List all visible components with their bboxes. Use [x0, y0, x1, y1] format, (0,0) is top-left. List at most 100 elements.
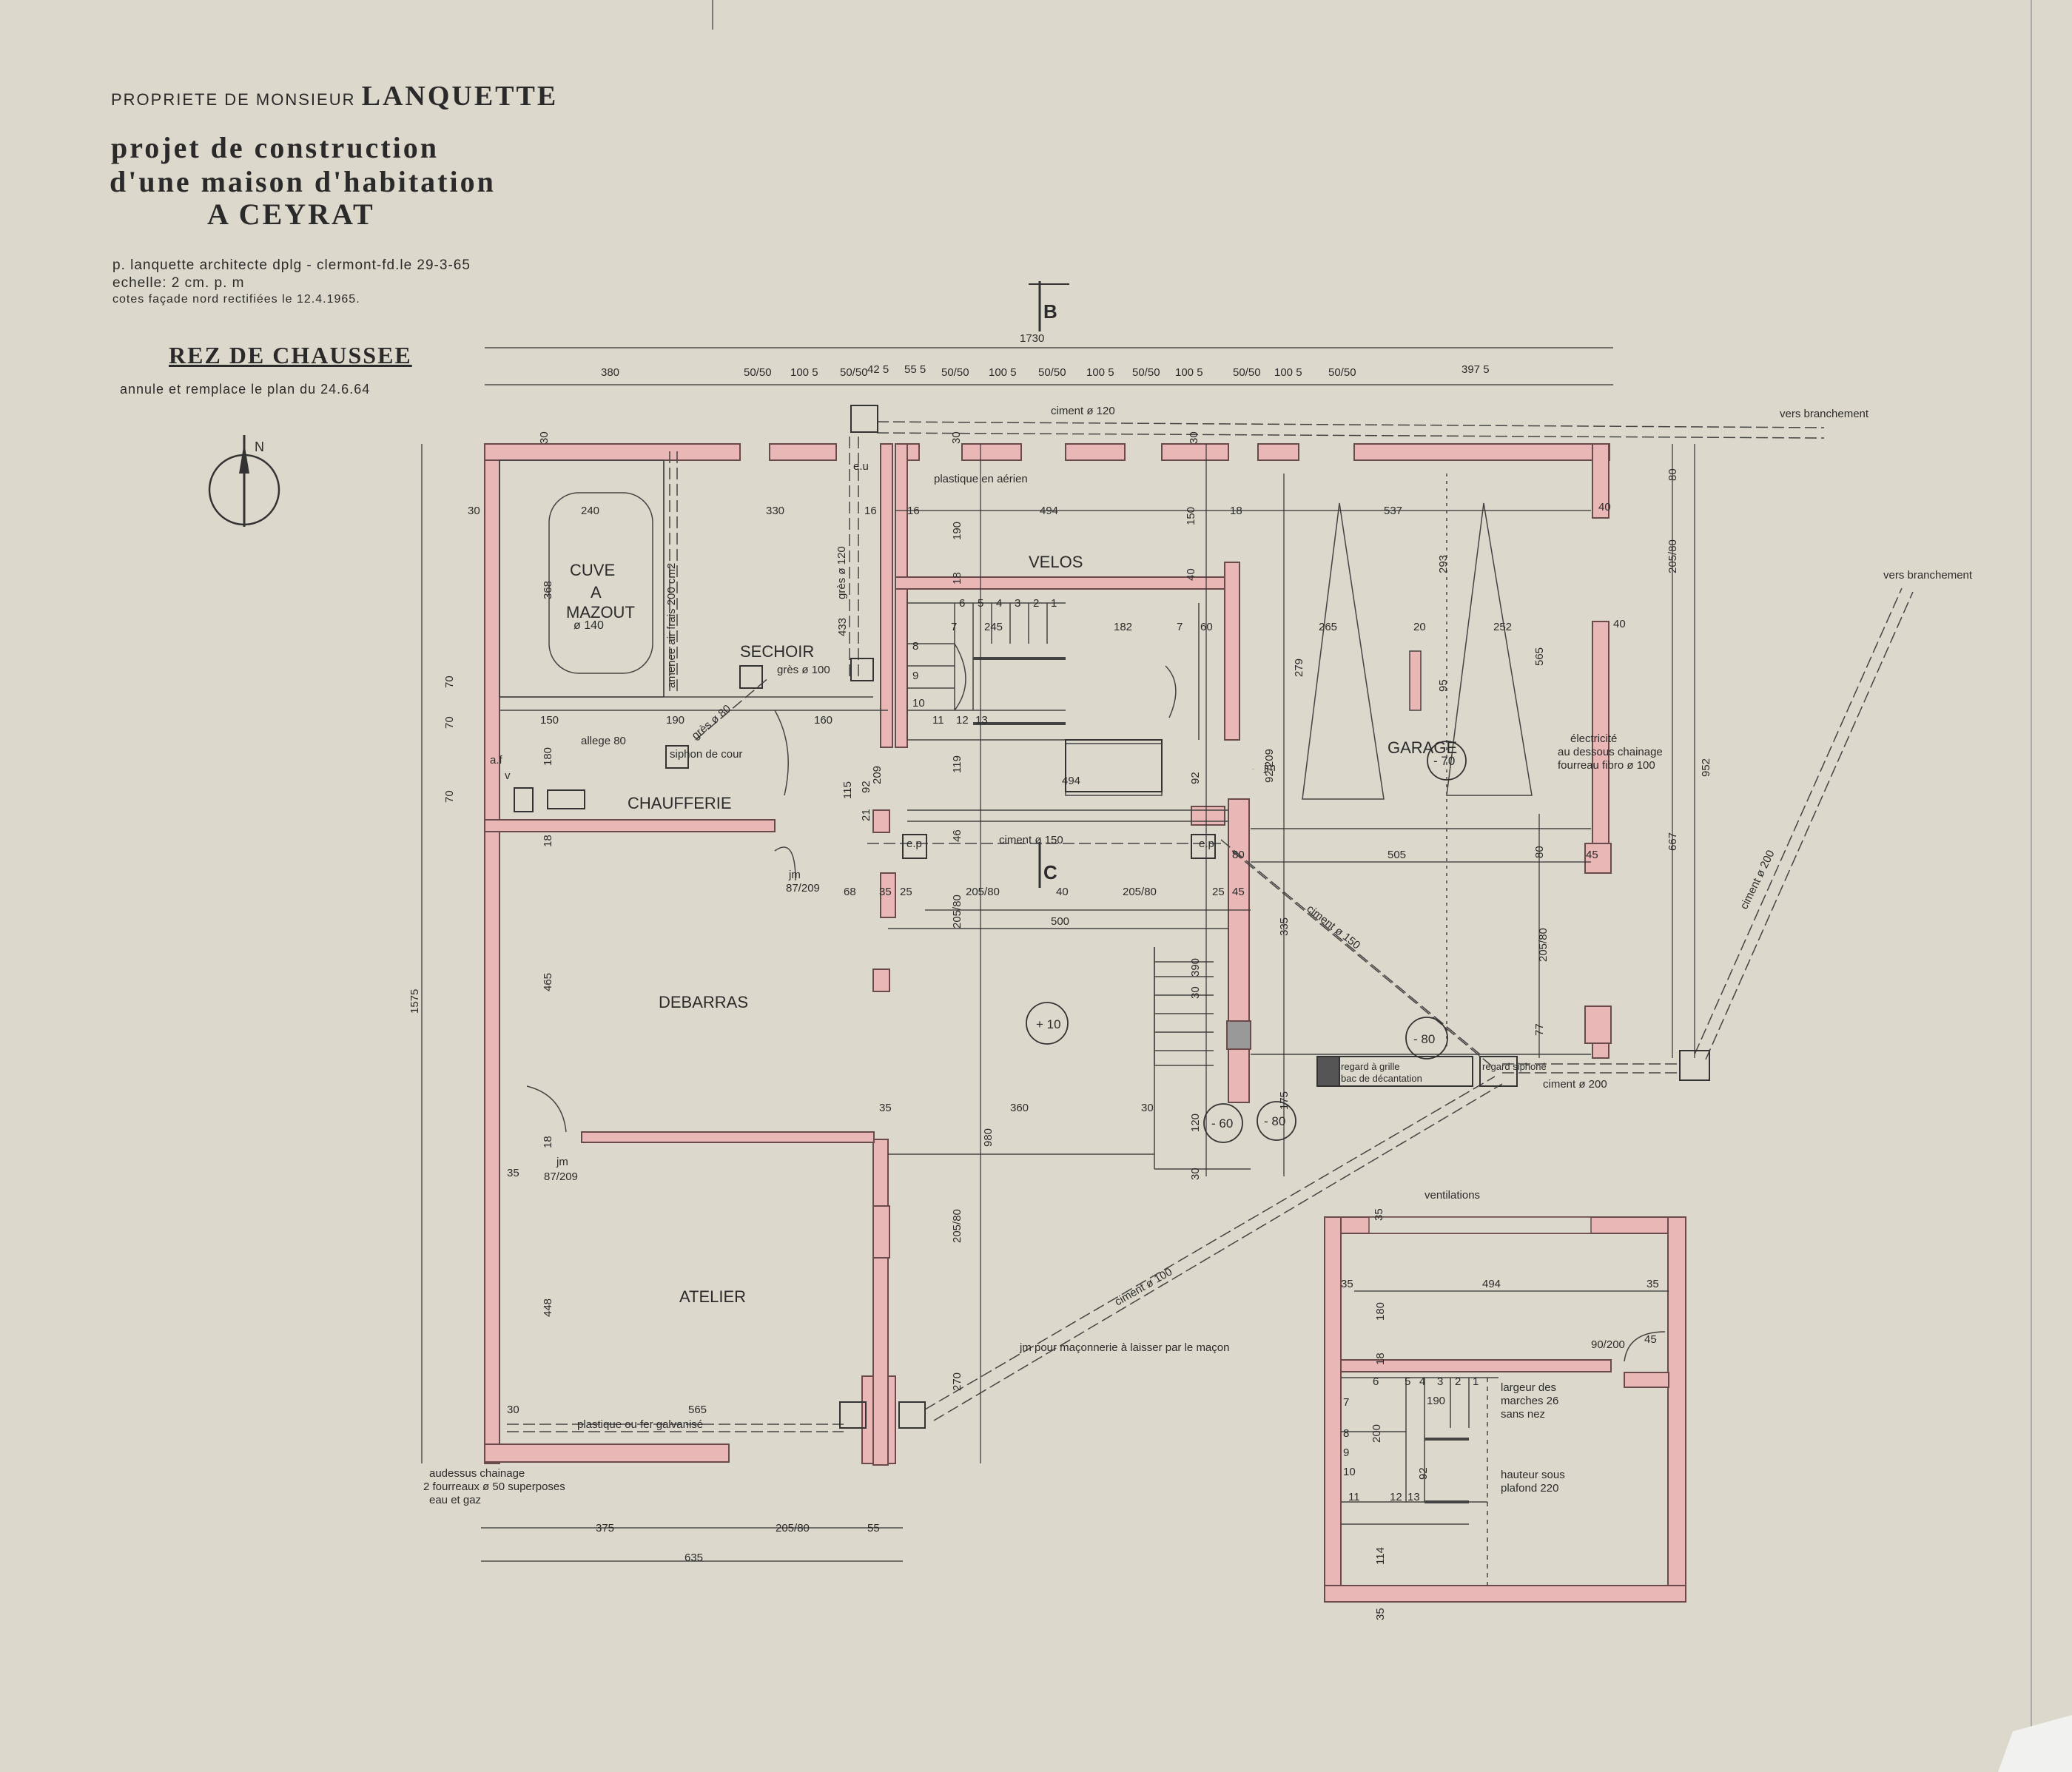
dim: 537 [1384, 505, 1402, 517]
stair-step-number: 7 [1343, 1396, 1349, 1409]
owner-line: PROPRIETE DE MONSIEUR LANQUETTE [111, 80, 558, 112]
dim: 45 [1232, 886, 1245, 898]
stair-step-number: 13 [1407, 1491, 1420, 1503]
dim: 209 [871, 766, 884, 784]
note-regard-siphon: regard siphoné [1482, 1061, 1547, 1072]
dim: 160 [814, 714, 832, 727]
wall [581, 1131, 875, 1143]
stair-step-number: 8 [912, 640, 918, 653]
stair-step-number: 11 [932, 714, 944, 727]
room-velos: VELOS [1029, 553, 1083, 571]
stair-step-number: 1 [1473, 1375, 1479, 1388]
wall [961, 443, 1022, 461]
dim: 175 [1278, 1091, 1291, 1110]
wall [1624, 1372, 1669, 1388]
section-c-marker: C [1038, 842, 1057, 888]
wall [872, 1139, 889, 1466]
dim: 92/209 [1263, 749, 1276, 783]
dim: 360 [1010, 1102, 1029, 1114]
dim: 120 [1189, 1114, 1202, 1132]
dim: 952 [1700, 758, 1712, 777]
note-siphon-cour: siphon de cour [670, 748, 742, 761]
boiler [547, 789, 585, 809]
walls [484, 443, 1686, 1603]
cuve-diameter: ø 140 [574, 619, 604, 632]
dim: 494 [1482, 1278, 1501, 1290]
annotations: vers branchement vers branchement ciment… [423, 405, 1973, 1506]
dim: 40 [1185, 568, 1197, 581]
dim: 55 [867, 1522, 880, 1535]
dim: 40 [1056, 886, 1069, 898]
note-regard-grille: regard à grille [1341, 1061, 1400, 1072]
dim: 45 [1644, 1333, 1657, 1346]
dim: 100 5 [989, 366, 1017, 379]
dim: 279 [1293, 658, 1305, 677]
dim: 240 [581, 505, 599, 517]
wall [1257, 443, 1299, 461]
stair-step-number: 10 [912, 697, 925, 710]
wall [1340, 1359, 1612, 1372]
dim: 433 [836, 618, 849, 636]
section-b-marker: B [1029, 281, 1069, 331]
pipes [507, 421, 1914, 1432]
car-outline-2 [1446, 502, 1533, 796]
dim: 205/80 [951, 895, 963, 929]
stair-step-number: 13 [975, 714, 988, 727]
dim: 150 [1185, 507, 1197, 525]
dim: 70 [443, 790, 456, 803]
stair-step-number: 5 [978, 597, 983, 610]
note-ciment-100: ciment ø 100 [1113, 1265, 1175, 1308]
door-swing [526, 1085, 567, 1133]
door-swing [774, 710, 789, 796]
dim: 205/80 [1123, 886, 1157, 898]
pipe [924, 1076, 1496, 1410]
dim: 368 [542, 581, 554, 599]
dim: 390 [1189, 958, 1202, 977]
dim: 335 [1278, 917, 1291, 936]
section-c-label: C [1043, 861, 1057, 883]
level-circle [1405, 1017, 1448, 1060]
fuel-tank [548, 492, 653, 674]
wall [1228, 798, 1250, 1103]
car-outline-1 [1302, 502, 1385, 800]
dim: 252 [1493, 621, 1512, 633]
main-stair [907, 602, 1066, 725]
dim: 80 [1533, 846, 1546, 858]
note-jm-1: jm [788, 869, 801, 881]
note-vers-branchement: vers branchement [1780, 408, 1869, 420]
dim: 1575 [408, 989, 421, 1014]
note-largeur-3: sans nez [1501, 1408, 1545, 1421]
level-2: + 10 [1036, 1017, 1061, 1031]
dim: 205/80 [951, 1209, 963, 1243]
grille [1316, 1056, 1340, 1087]
note-plastique-aerien: plastique en aérien [934, 473, 1028, 485]
owner-prefix: PROPRIETE DE MONSIEUR [111, 90, 356, 109]
room-mazout: MAZOUT [566, 603, 635, 621]
note-allege: allege 80 [581, 735, 626, 747]
dim: 30 [1188, 431, 1200, 444]
wall [880, 872, 896, 918]
dim: 50/50 [744, 366, 772, 379]
level-circle [1427, 741, 1467, 781]
dim: 40 [1613, 618, 1626, 630]
scale-line: echelle: 2 cm. p. m [112, 275, 245, 291]
note-gres-100: grès ø 100 [777, 664, 830, 676]
manhole [739, 665, 763, 689]
dim: 180 [542, 747, 554, 766]
note-largeur-1: largeur des [1501, 1381, 1556, 1394]
pipe [876, 432, 1825, 439]
stair-step-number: 2 [1455, 1375, 1461, 1388]
room-cuve: CUVE [570, 561, 615, 579]
dim: 30 [468, 505, 480, 517]
dim: 50/50 [941, 366, 969, 379]
dim: 55 5 [904, 363, 926, 376]
north-arrow: N [208, 435, 280, 527]
dim: 92 [860, 781, 872, 793]
wall [1667, 1216, 1686, 1603]
room-atelier: ATELIER [679, 1287, 746, 1306]
dim: 20 [1413, 621, 1426, 633]
note-chainage-1: audessus chainage [429, 1467, 525, 1480]
project-title-line1: projet de construction [111, 131, 439, 164]
manhole [902, 834, 927, 859]
note-jm-2: jm [556, 1156, 568, 1168]
